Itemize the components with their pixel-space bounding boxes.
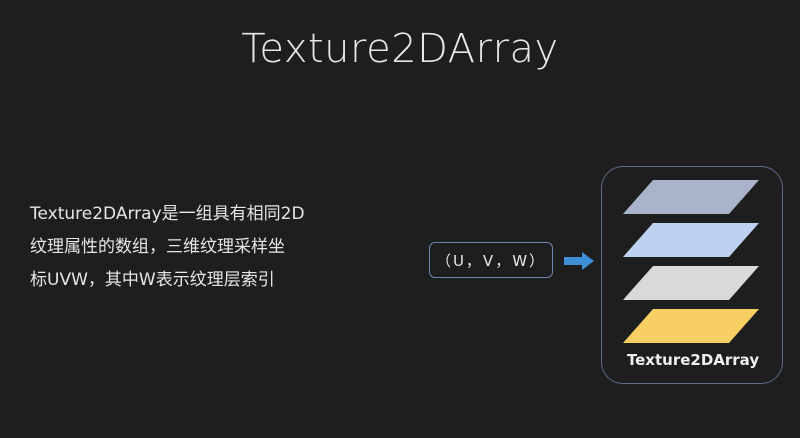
- description-line-2: 纹理属性的数组，三维纹理采样坐: [30, 237, 285, 257]
- description-line-1: Texture2DArray是一组具有相同2D: [30, 204, 305, 224]
- texture-layers-stack: [623, 180, 759, 343]
- texture-array-box: Texture2DArray: [601, 166, 783, 384]
- description-line-3: 标UVW，其中W表示纹理层索引: [30, 270, 275, 290]
- right-arrow-shape: [564, 252, 594, 270]
- texture-layer-2: [623, 223, 759, 257]
- right-arrow-icon: [564, 252, 594, 270]
- uvw-coordinate-text: （U，V，W）: [435, 251, 547, 270]
- texture-array-label: Texture2DArray: [626, 351, 760, 369]
- uvw-coordinate-box: （U，V，W）: [429, 242, 553, 278]
- texture-layer-4: [623, 309, 759, 343]
- description-text: Texture2DArray是一组具有相同2D 纹理属性的数组，三维纹理采样坐 …: [30, 198, 330, 297]
- texture-layer-3: [623, 266, 759, 300]
- texture-layer-1: [623, 180, 759, 214]
- slide-title: Texture2DArray: [241, 26, 559, 72]
